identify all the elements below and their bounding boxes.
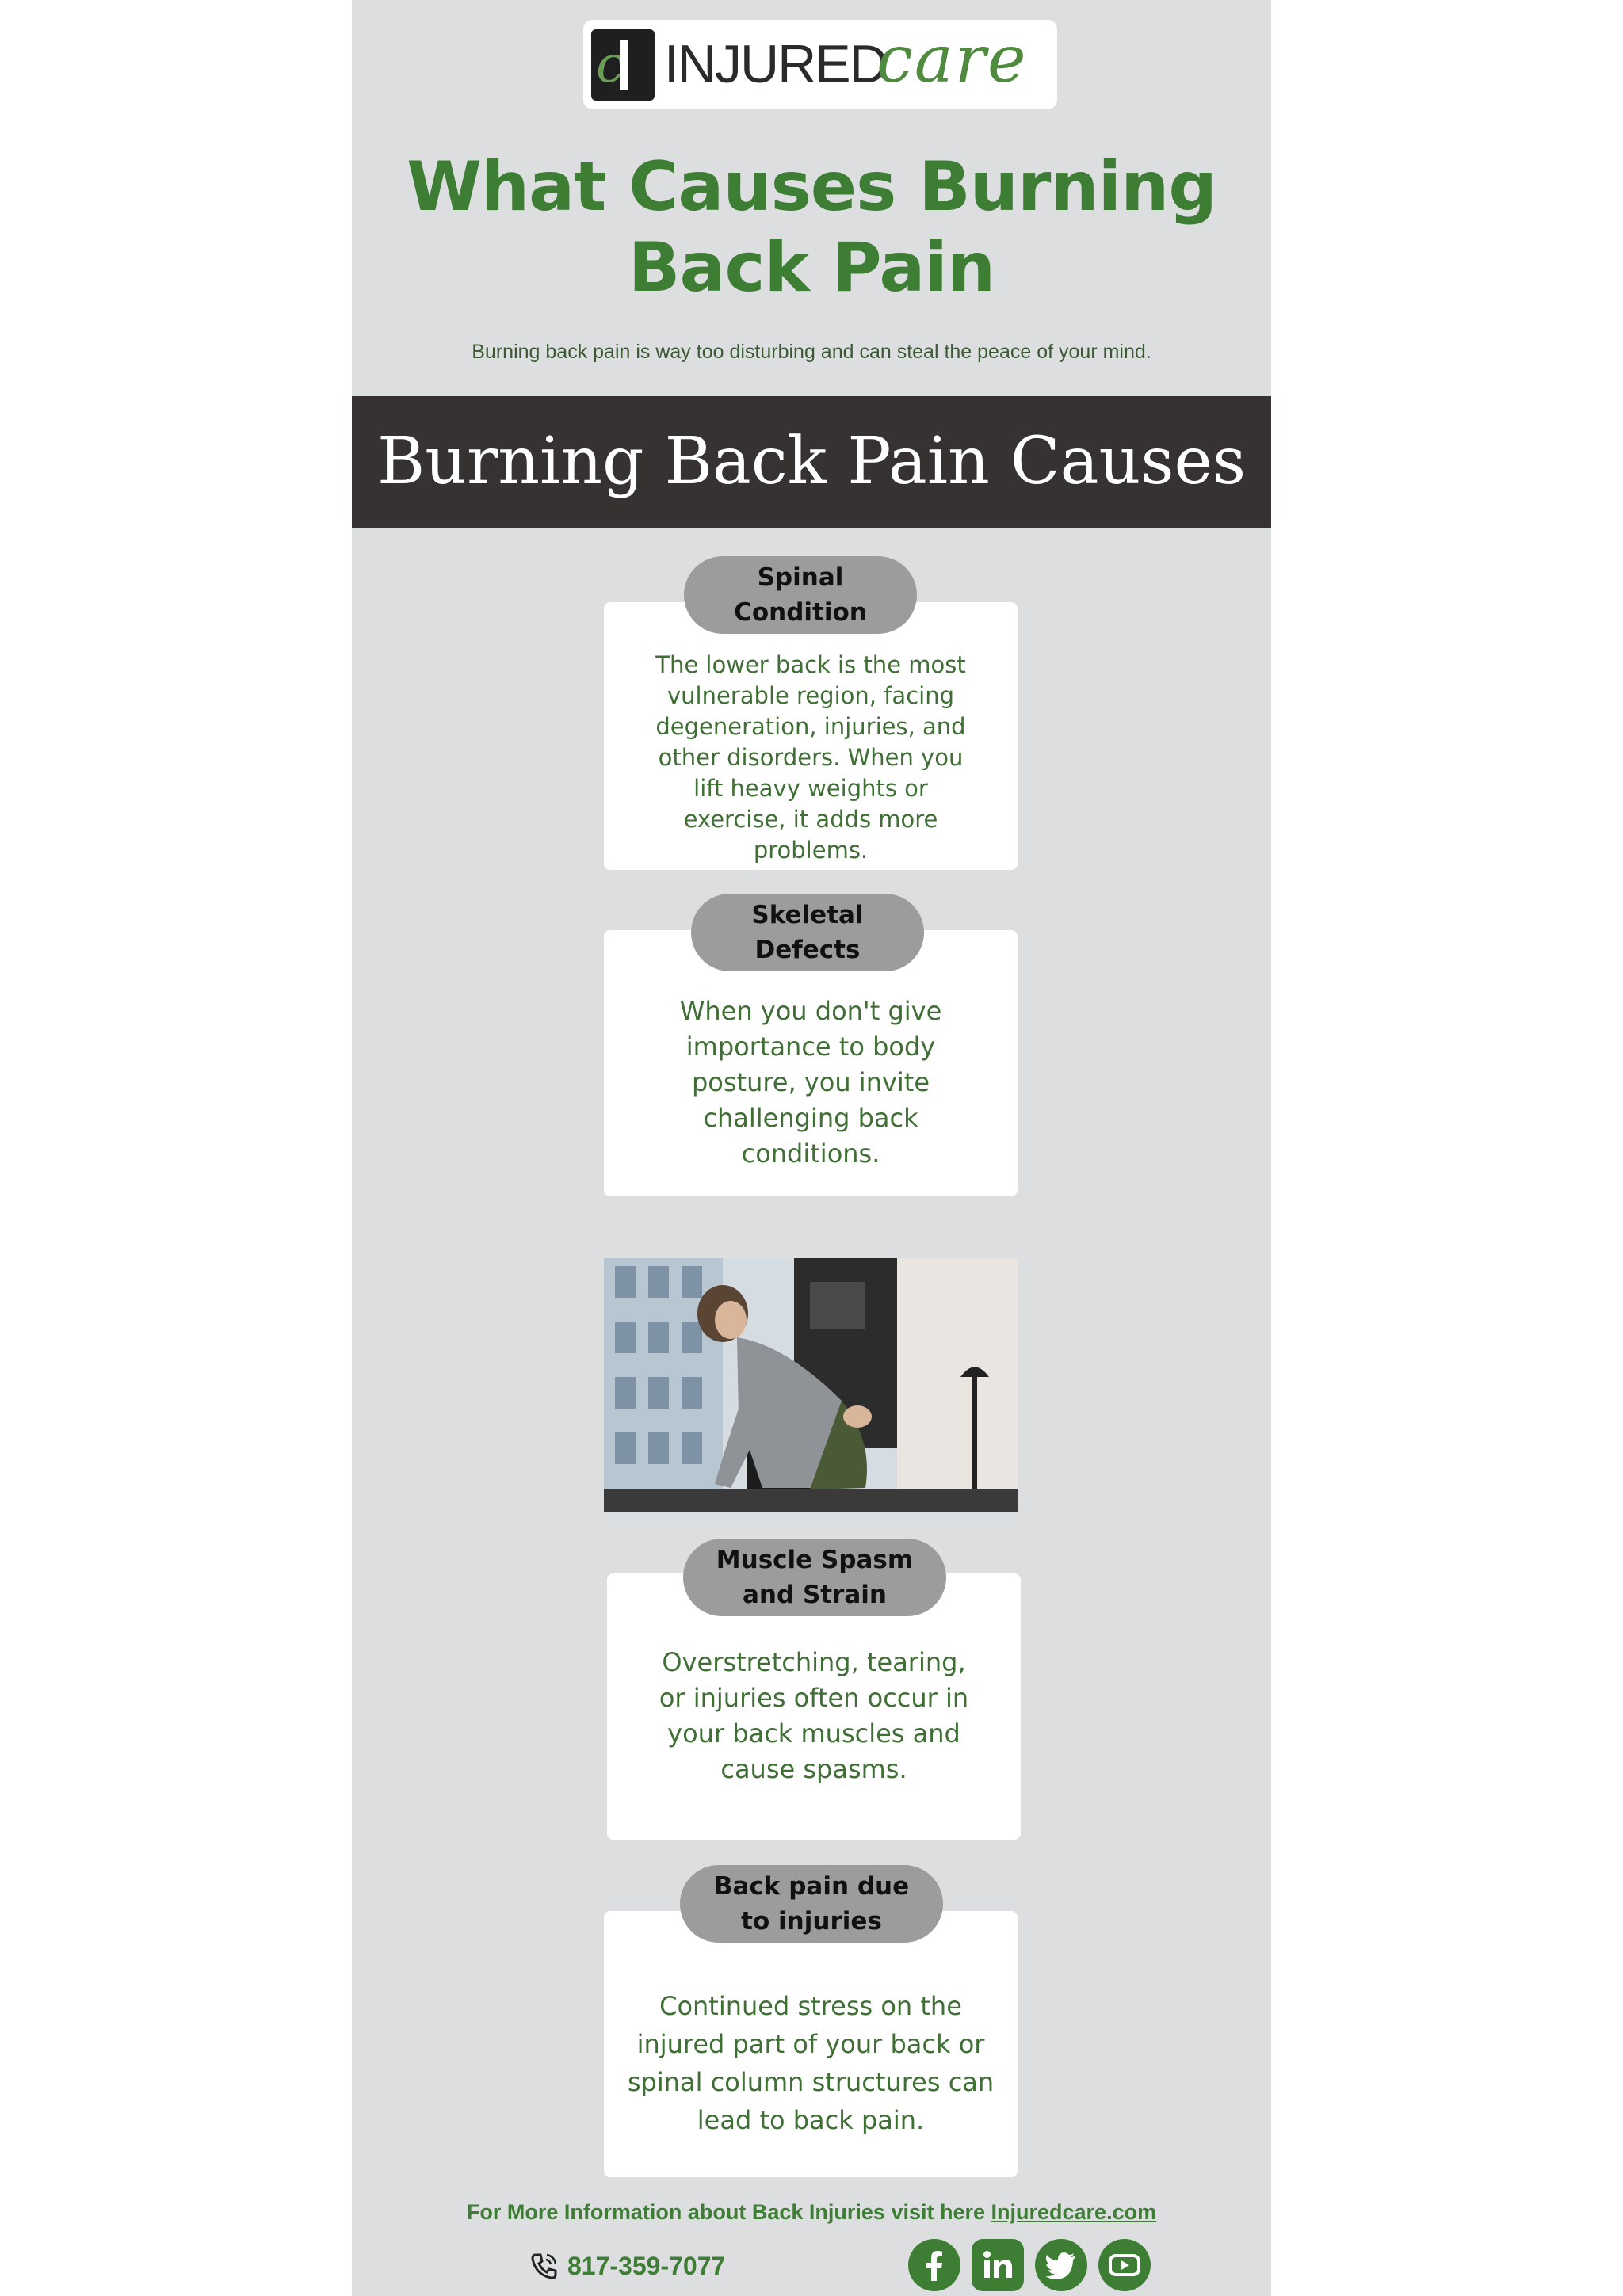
logo-mark-icon: c bbox=[591, 29, 655, 101]
cause-card-muscle-spasm: Overstretching, tearing, or injuries oft… bbox=[607, 1573, 1021, 1840]
cause-heading-skeletal-defects: Skeletal Defects bbox=[691, 894, 924, 971]
cause-card-body: Continued stress on the injured part of … bbox=[627, 1991, 995, 2135]
footer-info: For More Information about Back Injuries… bbox=[352, 2198, 1271, 2226]
cause-card-injuries: Continued stress on the injured part of … bbox=[604, 1911, 1018, 2177]
facebook-icon[interactable] bbox=[908, 2239, 960, 2291]
cause-heading-spinal-condition: Spinal Condition bbox=[684, 556, 917, 634]
phone-contact[interactable]: 817-359-7077 bbox=[528, 2247, 725, 2285]
section-banner: Burning Back Pain Causes bbox=[352, 396, 1271, 528]
logo-mark-letter: c bbox=[596, 36, 624, 94]
website-link[interactable]: Injuredcare.com bbox=[991, 2200, 1157, 2224]
page-title: What Causes Burning Back Pain bbox=[407, 147, 1217, 307]
cause-card-body: Overstretching, tearing, or injuries oft… bbox=[659, 1647, 969, 1784]
cause-card-body: When you don't give importance to body p… bbox=[679, 996, 942, 1169]
cause-heading-text: Muscle Spasm and Strain bbox=[716, 1546, 914, 1609]
cause-heading-text: Spinal Condition bbox=[734, 563, 867, 627]
youtube-icon[interactable] bbox=[1098, 2239, 1151, 2291]
cause-heading-text: Skeletal Defects bbox=[751, 901, 864, 964]
logo-brand-injured: INJURED bbox=[664, 34, 888, 94]
cause-heading-text: Back pain due to injuries bbox=[713, 1872, 910, 1936]
logo[interactable]: c INJURED care bbox=[583, 20, 1057, 109]
cause-card-body: The lower back is the most vulnerable re… bbox=[655, 651, 966, 864]
phone-icon bbox=[531, 2253, 557, 2279]
cause-heading-injuries: Back pain due to injuries bbox=[680, 1865, 943, 1943]
section-banner-text: Burning Back Pain Causes bbox=[376, 424, 1247, 499]
logo-brand-care: care bbox=[876, 22, 1028, 97]
photo-illustration bbox=[604, 1258, 1018, 1512]
cause-card-spinal-condition: The lower back is the most vulnerable re… bbox=[604, 602, 1018, 870]
cause-card-skeletal-defects: When you don't give importance to body p… bbox=[604, 930, 1018, 1196]
cause-heading-muscle-spasm: Muscle Spasm and Strain bbox=[683, 1539, 946, 1616]
footer-info-text: For More Information about Back Injuries… bbox=[466, 2200, 991, 2224]
page-subtitle: Burning back pain is way too disturbing … bbox=[472, 341, 1151, 363]
twitter-icon[interactable] bbox=[1035, 2239, 1087, 2291]
phone-number: 817-359-7077 bbox=[567, 2251, 726, 2280]
linkedin-icon[interactable] bbox=[972, 2239, 1024, 2291]
woman-back-pain-photo bbox=[604, 1258, 1018, 1512]
infographic: c INJURED care What Causes Burning Back … bbox=[352, 0, 1271, 2296]
